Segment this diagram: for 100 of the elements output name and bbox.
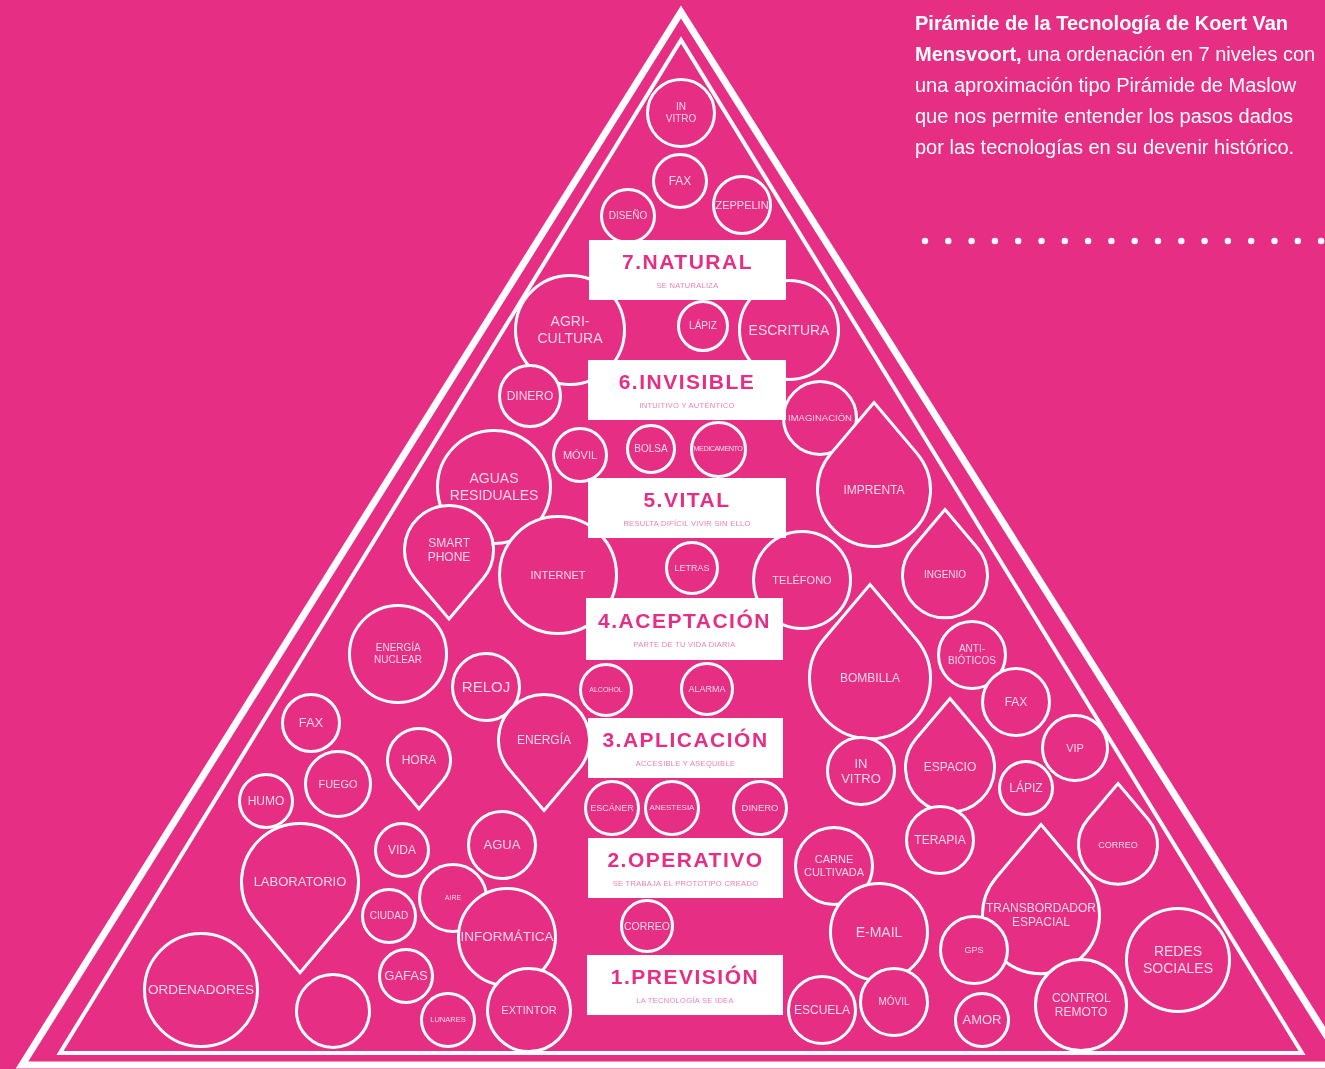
level-title: 1.PREVISIÓN <box>610 965 760 989</box>
bubble-label: INFORMÁTICA <box>460 929 554 945</box>
bubble-label: E-MAIL <box>855 923 903 941</box>
level-title: 5.VITAL <box>643 488 731 512</box>
bubble-label: BOMBILLA <box>840 670 900 686</box>
bubble <box>981 667 1051 737</box>
level-title: 3.APLICACIÓN <box>602 728 769 752</box>
drop-bubble <box>497 693 591 813</box>
bubble-label: ANESTESIA <box>649 803 695 813</box>
drop-bubble <box>901 506 989 619</box>
level-title: 6.INVISIBLE <box>618 370 756 394</box>
bubble <box>829 882 929 982</box>
bubble <box>652 153 708 209</box>
bubble <box>620 899 674 953</box>
bubble <box>644 780 700 836</box>
bubble-label: DINERO <box>506 388 554 404</box>
bubble-label: TERAPIA <box>914 832 966 848</box>
bubble-label: IN VITRO <box>665 101 697 125</box>
bubble <box>584 780 640 836</box>
bubble-label: AMOR <box>962 1012 1002 1028</box>
bubble <box>143 932 259 1048</box>
level-box <box>588 360 786 420</box>
bubble <box>1034 958 1128 1052</box>
bubble-label: FUEGO <box>318 777 358 791</box>
bubble <box>467 810 537 880</box>
bubble <box>348 604 448 704</box>
level-box <box>588 838 783 898</box>
bubble-label: SMART PHONE <box>427 535 471 565</box>
bubble-label: FAX <box>298 715 324 731</box>
bubble <box>238 773 294 829</box>
bubble-label: ANTI- BIÓTICOS <box>948 643 996 667</box>
bubble-label: REDES SOCIALES <box>1143 943 1213 977</box>
bubble <box>361 888 417 944</box>
bubble-label: CORREO <box>1098 839 1138 851</box>
title-text: Pirámide de la Tecnología de Koert Van Mensvoort, una ordenación en 7 niveles con una aproximación tipo Pirámide de Maslow que nos permite entender los pasos dados por las tecnologías en su devenir histórico. <box>915 11 1317 160</box>
bubble <box>939 915 1009 985</box>
bubble-label: TRANSBORDADOR ESPACIAL <box>986 900 1096 930</box>
bubble <box>295 973 371 1049</box>
bubble-label: LÁPIZ <box>689 320 717 332</box>
bubble-label: AGUAS RESIDUALES <box>449 470 539 504</box>
bubble-label: AGUA <box>483 837 521 853</box>
bubble-label: CONTROL REMOTO <box>1051 990 1111 1020</box>
bubble <box>680 662 734 716</box>
level-box <box>589 240 786 300</box>
bubble-label: VIP <box>1066 741 1084 755</box>
bubble-label: INTERNET <box>530 568 586 582</box>
bubble-label: LABORATORIO <box>253 874 347 890</box>
bubble-label: ESPACIO <box>923 759 977 775</box>
bubble <box>486 967 572 1053</box>
bubble-label: BOLSA <box>634 443 668 455</box>
bubble-label: IMAGINACIÓN <box>788 412 852 424</box>
drop-bubble <box>386 727 452 812</box>
level-title: 2.OPERATIVO <box>607 848 764 872</box>
bubble <box>826 736 896 806</box>
bubble <box>937 620 1007 690</box>
bubble <box>281 693 341 753</box>
bubble-label: ESCUELA <box>794 1002 850 1018</box>
bubble-label: HUMO <box>247 793 285 809</box>
drop-bubble <box>240 822 360 975</box>
bubble-label: CORREO <box>623 919 671 933</box>
bubble-label: ENERGÍA NUCLEAR <box>374 642 422 666</box>
bubble <box>732 780 788 836</box>
drop-bubble <box>1077 781 1159 886</box>
bubble <box>859 967 929 1037</box>
bubble-label: GAFAS <box>384 968 428 984</box>
bubble-label: FAX <box>1004 694 1028 710</box>
bubble-label: ESCRITURA <box>748 321 830 339</box>
bubble-label: TELÉFONO <box>772 573 832 587</box>
bubble-label: VIDA <box>388 842 416 858</box>
bubble-label: ESCÁNER <box>590 802 634 814</box>
bubble <box>420 992 476 1048</box>
bubble-label: ORDENADORES <box>148 982 254 998</box>
bubble-label: ALARMA <box>688 683 726 695</box>
bubble <box>451 652 521 722</box>
bubble-label: CIUDAD <box>369 910 409 922</box>
level-box <box>587 955 783 1015</box>
level-box <box>588 478 786 538</box>
bubble <box>579 663 633 717</box>
bubble <box>378 948 434 1004</box>
level-box <box>586 598 783 660</box>
bubble <box>905 805 975 875</box>
bubble <box>1041 714 1109 782</box>
level-box <box>588 718 783 778</box>
bubble <box>998 760 1054 816</box>
drop-bubble <box>904 695 996 813</box>
bubble <box>498 364 562 428</box>
bubble-label: ZEPPELIN <box>715 198 769 212</box>
level-title: 7.NATURAL <box>622 250 753 274</box>
bubble-label: GPS <box>964 944 984 956</box>
bubble-label: DISEÑO <box>608 210 648 222</box>
bubble-label: RELOJ <box>461 678 511 696</box>
bubble <box>665 541 719 595</box>
bubble <box>304 750 372 818</box>
bubble-label: HORA <box>401 752 437 768</box>
bubble-label: IMPRENTA <box>843 482 905 498</box>
bubble <box>677 300 729 352</box>
bubble-label: AGRI- CULTURA <box>537 313 603 347</box>
bubble-label: FAX <box>668 173 692 189</box>
bubble-label: IN VITRO <box>841 755 881 787</box>
level-title: 4.ACEPTACIÓN <box>598 609 771 633</box>
